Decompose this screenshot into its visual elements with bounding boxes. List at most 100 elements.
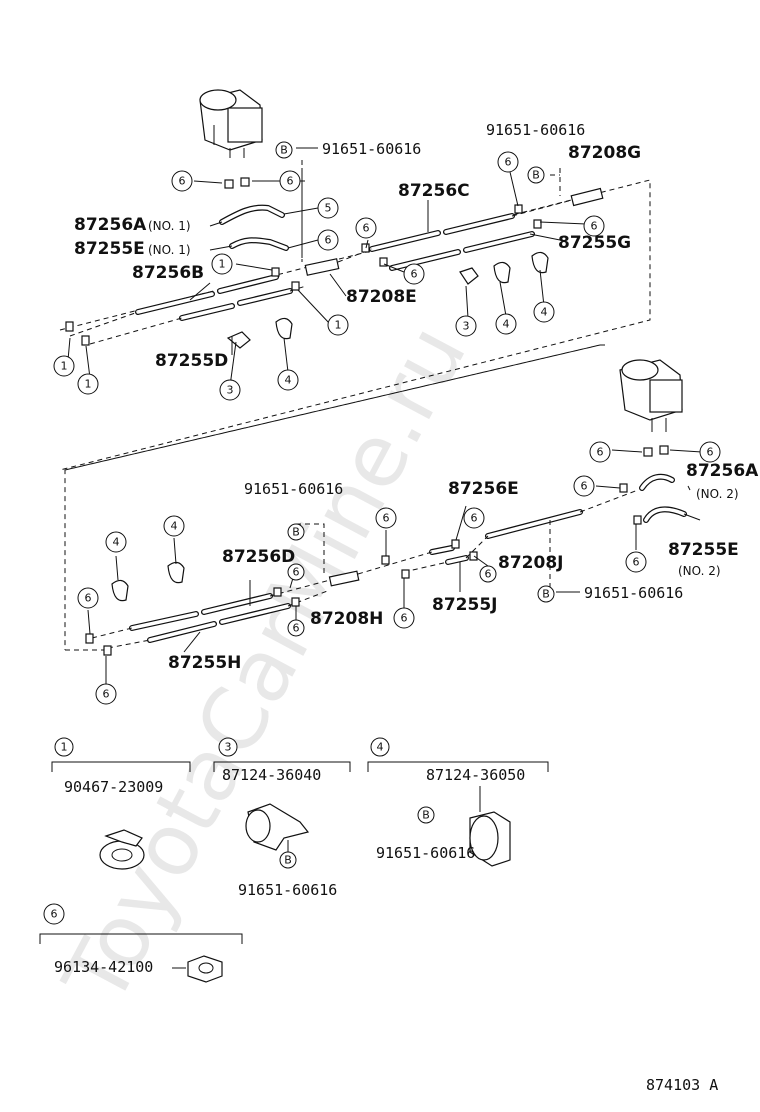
pipe-87256b — [135, 274, 279, 315]
watermark: ToyotaCarMine.ru — [45, 310, 486, 1021]
label-87256c: 87256C — [398, 181, 470, 201]
callout-3: 3 — [219, 379, 241, 401]
clamp-shapes-lower — [85, 445, 669, 656]
hose-87255e-no1 — [229, 237, 289, 251]
svg-text:6: 6 — [293, 566, 300, 579]
callout-b: B — [275, 141, 293, 159]
svg-text:4: 4 — [377, 741, 384, 754]
leader-lines — [67, 147, 703, 688]
label-87255h: 87255H — [168, 653, 241, 673]
svg-text:B: B — [284, 854, 292, 867]
joint-87208g — [570, 187, 604, 207]
figure-id: 874103 A — [646, 1076, 718, 1094]
callout-6: 6 — [479, 565, 497, 583]
pipe-87255d — [179, 288, 293, 321]
callout-1: 1 — [327, 314, 349, 336]
callout-6: 6 — [279, 170, 301, 192]
hose-87256a-no1 — [219, 204, 285, 225]
assembly-outline — [59, 179, 651, 471]
label-91651-mid: 91651-60616 — [244, 480, 343, 498]
label-87255g: 87255G — [558, 233, 631, 253]
svg-text:3: 3 — [225, 741, 232, 754]
hose-87256a-no2 — [639, 473, 675, 491]
bracket-4-drawing — [469, 811, 511, 867]
callout-6: 6 — [699, 441, 721, 463]
clamp-shapes-upper — [65, 177, 549, 349]
callout-b: B — [287, 523, 305, 541]
label-87208e: 87208E — [346, 287, 417, 307]
clamp-1-drawing — [99, 829, 145, 870]
legend-group-4: 4 87124-36050 B 91651-60616 — [367, 737, 549, 867]
svg-text:6: 6 — [591, 220, 598, 233]
label-no2-a: (NO. 2) — [696, 487, 739, 501]
label-87208g: 87208G — [568, 143, 641, 163]
callout-4: 4 — [533, 301, 555, 323]
clip-6-drawing — [187, 955, 223, 983]
pipe-87255g — [389, 231, 535, 271]
joint-87208h — [328, 570, 360, 587]
label-87256b: 87256B — [132, 263, 204, 283]
callout-6: 6 — [625, 551, 647, 573]
pipe-87255j — [445, 555, 469, 565]
joint-87208e — [304, 258, 340, 276]
label-no1-b: (NO. 1) — [148, 243, 191, 257]
legend1-part: 90467-23009 — [64, 778, 163, 796]
svg-text:1: 1 — [61, 360, 68, 373]
svg-text:1: 1 — [85, 378, 92, 391]
pipe-87256d — [129, 593, 273, 631]
svg-text:1: 1 — [219, 258, 226, 271]
label-87208h: 87208H — [310, 609, 383, 629]
legend3-part: 87124-36040 — [222, 766, 321, 784]
svg-text:6: 6 — [505, 156, 512, 169]
svg-text:4: 4 — [285, 374, 292, 387]
svg-text:6: 6 — [581, 480, 588, 493]
callout-6: 6 — [287, 563, 305, 581]
callout-5: 5 — [317, 197, 339, 219]
callout-1: 1 — [211, 253, 233, 275]
svg-text:1: 1 — [335, 319, 342, 332]
heater-unit-right — [619, 359, 683, 432]
svg-text:6: 6 — [471, 512, 478, 525]
legend-group-6: 6 96134-42100 — [39, 903, 243, 983]
svg-text:4: 4 — [541, 306, 548, 319]
callout-6: 6 — [375, 507, 397, 529]
part-labels: 91651-60616 91651-60616 87208G 87256C 87… — [74, 121, 759, 673]
legend3-bolt: 91651-60616 — [238, 881, 337, 899]
label-87208j: 87208J — [498, 553, 563, 573]
svg-text:6: 6 — [85, 592, 92, 605]
svg-text:4: 4 — [171, 520, 178, 533]
svg-text:6: 6 — [633, 556, 640, 569]
label-91651-top-right: 91651-60616 — [486, 121, 585, 139]
legend-group-3: 3 87124-36040 B 91651-60616 — [213, 737, 351, 899]
label-87256a-no2: 87256A — [686, 461, 759, 481]
svg-text:B: B — [542, 588, 550, 601]
svg-text:3: 3 — [463, 320, 470, 333]
svg-text:6: 6 — [287, 175, 294, 188]
callout-6: 6 — [497, 151, 519, 173]
svg-text:6: 6 — [325, 234, 332, 247]
label-87255d: 87255D — [155, 351, 228, 371]
pipe-87255h — [147, 603, 291, 643]
callout-6: 6 — [583, 215, 605, 237]
svg-text:6: 6 — [363, 222, 370, 235]
label-87256a-no1: 87256A — [74, 215, 147, 235]
callout-6: 6 — [95, 683, 117, 705]
label-87256e: 87256E — [448, 479, 519, 499]
callout-4: 4 — [105, 531, 127, 553]
legend6-part: 96134-42100 — [54, 958, 153, 976]
label-91651-mid-right: 91651-60616 — [584, 584, 683, 602]
svg-text:6: 6 — [293, 622, 300, 635]
svg-text:6: 6 — [51, 908, 58, 921]
svg-text:B: B — [532, 169, 540, 182]
pipe-87256c — [369, 213, 515, 252]
label-87255e-no2: 87255E — [668, 540, 739, 560]
svg-text:1: 1 — [61, 741, 68, 754]
label-87256d: 87256D — [222, 547, 295, 567]
assembly-outline-lower — [64, 344, 601, 650]
svg-text:B: B — [422, 809, 430, 822]
callout-1: 1 — [53, 355, 75, 377]
svg-text:6: 6 — [401, 612, 408, 625]
label-no1-a: (NO. 1) — [148, 219, 191, 233]
callout-6: 6 — [463, 507, 485, 529]
